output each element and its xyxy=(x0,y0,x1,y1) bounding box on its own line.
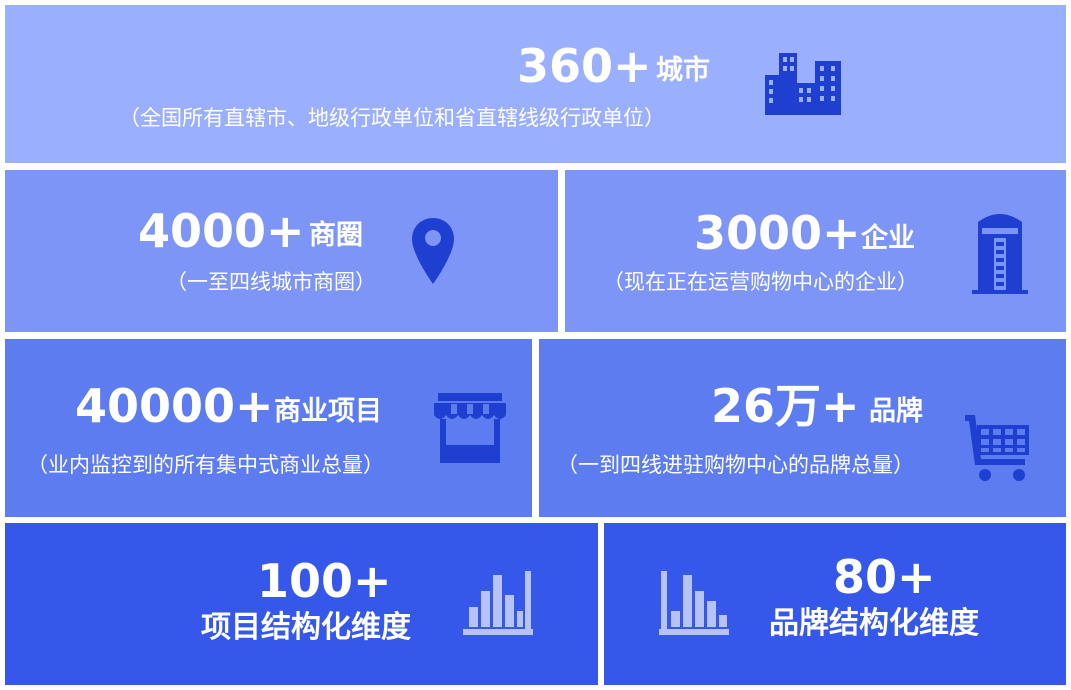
shopping-cart-icon xyxy=(965,415,1029,481)
cities-tile: 360+ 城市 （全国所有直辖市、地级行政单位和省直辖线级行政单位） xyxy=(5,5,1066,163)
brands-note: （一到四线进驻购物中心的品牌总量） xyxy=(557,453,914,477)
office-tower-icon xyxy=(972,214,1028,294)
districts-number: 4000+ xyxy=(138,204,305,258)
projects-tile: 40000+ 商业项目 （业内监控到的所有集中式商业总量） xyxy=(5,339,532,517)
bar-chart-icon xyxy=(463,571,533,635)
companies-number: 3000+ xyxy=(694,206,861,260)
brands-tile: 26万+ 品牌 （一到四线进驻购物中心的品牌总量） xyxy=(539,339,1066,517)
brand-dimensions-tile: 80+ 品牌结构化维度 xyxy=(604,523,1066,685)
projects-number: 40000+ xyxy=(75,379,274,433)
projects-note: （业内监控到的所有集中式商业总量） xyxy=(27,453,384,477)
districts-tile: 4000+ 商圈 （一至四线城市商圈） xyxy=(5,170,558,332)
storefront-icon xyxy=(434,393,506,463)
companies-tile: 3000+ 企业 （现在正在运营购物中心的企业） xyxy=(565,170,1066,332)
brands-number: 26万+ xyxy=(711,379,860,433)
brand-dimensions-label: 品牌结构化维度 xyxy=(769,606,979,641)
projects-label: 商业项目 xyxy=(274,396,382,427)
companies-note: （现在正在运营购物中心的企业） xyxy=(603,270,918,294)
cities-note: （全国所有直辖市、地级行政单位和省直辖线级行政单位） xyxy=(119,106,665,130)
project-dimensions-number: 100+ xyxy=(257,554,392,608)
bar-chart-icon xyxy=(659,571,729,635)
brands-label: 品牌 xyxy=(869,396,923,427)
companies-label: 企业 xyxy=(861,223,915,254)
cities-label: 城市 xyxy=(656,55,710,86)
brand-dimensions-number: 80+ xyxy=(833,550,936,604)
city-buildings-icon xyxy=(765,53,841,115)
location-pin-icon xyxy=(412,218,454,284)
project-dimensions-label: 项目结构化维度 xyxy=(201,610,411,645)
cities-number: 360+ xyxy=(517,39,652,93)
districts-label: 商圈 xyxy=(309,220,363,251)
districts-note: （一至四线城市商圈） xyxy=(166,270,376,294)
project-dimensions-tile: 100+ 项目结构化维度 xyxy=(5,523,598,685)
